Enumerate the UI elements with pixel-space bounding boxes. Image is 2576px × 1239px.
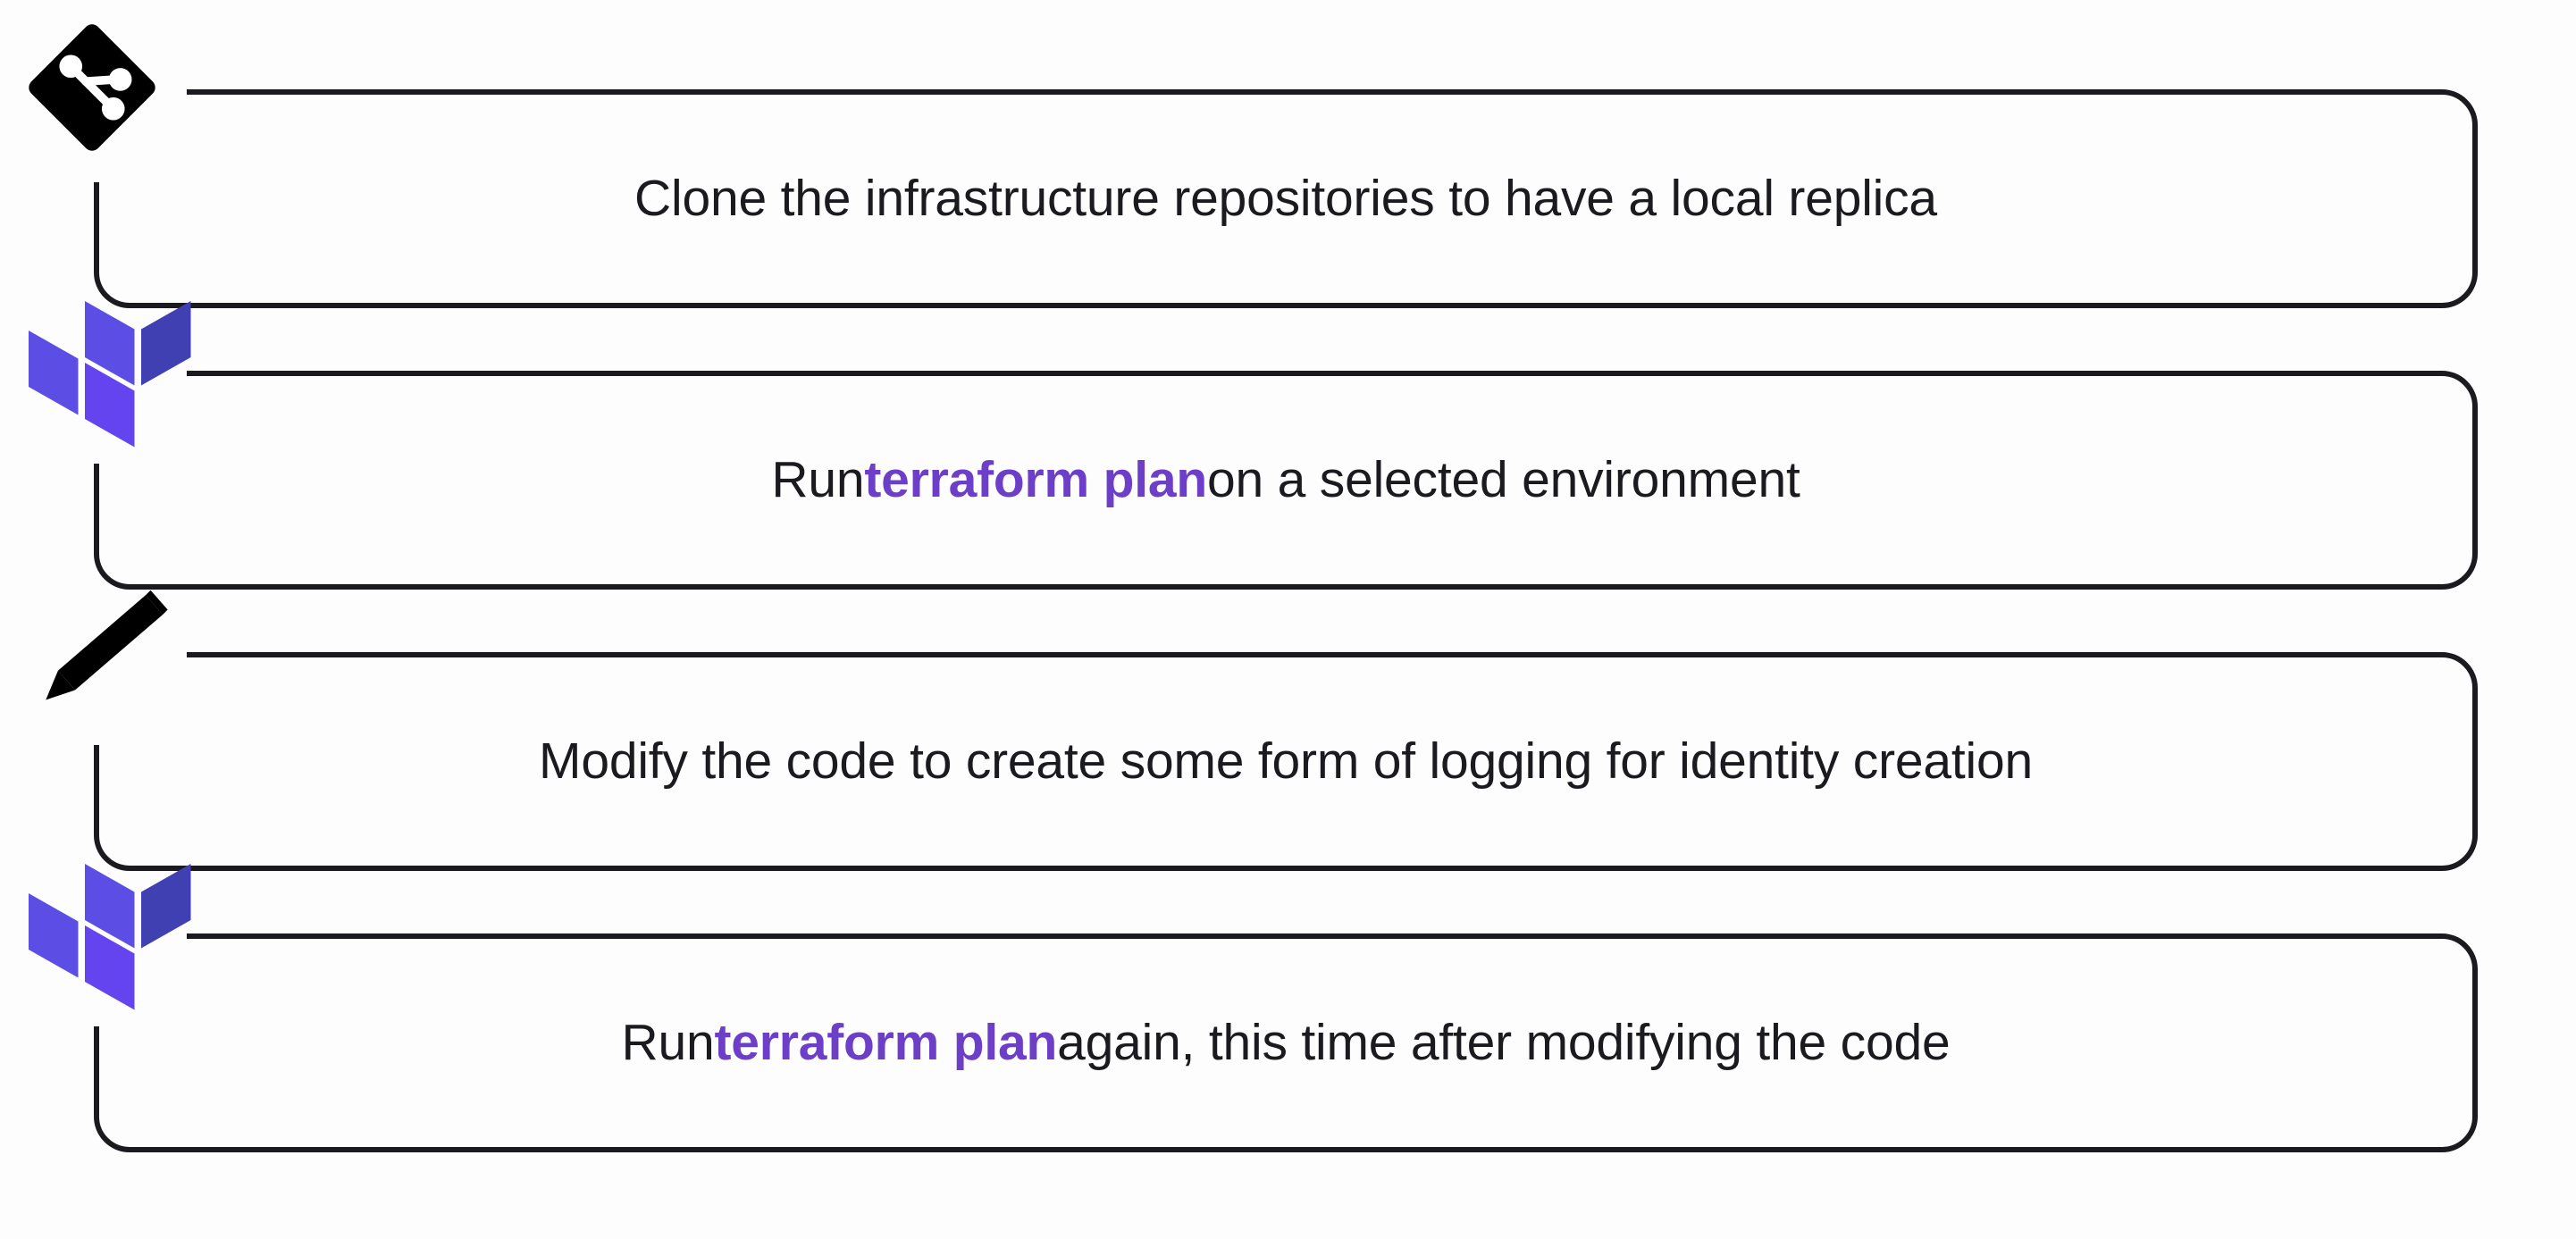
step-code-literal: terraform plan <box>714 1013 1058 1071</box>
step-label: Clone the infrastructure repositories to… <box>94 89 2478 308</box>
step-text-after: on a selected environment <box>1207 450 1800 508</box>
step-card <box>94 652 2478 871</box>
step-label: Run terraform plan on a selected environ… <box>94 371 2478 590</box>
step-text-after: again, this time after modifying the cod… <box>1057 1013 1951 1071</box>
step-text-before: Modify the code to create some form of l… <box>539 732 2033 790</box>
step-label: Modify the code to create some form of l… <box>94 652 2478 871</box>
step-text-before: Run <box>621 1013 715 1071</box>
workflow-step-2[interactable]: Run terraform plan on a selected environ… <box>29 301 2478 590</box>
step-code-literal: terraform plan <box>864 450 1207 508</box>
workflow-step-4[interactable]: Run terraform plan again, this time afte… <box>29 864 2478 1152</box>
step-card <box>94 371 2478 590</box>
step-text-before: Run <box>771 450 865 508</box>
step-card <box>94 89 2478 308</box>
step-label: Run terraform plan again, this time afte… <box>94 933 2478 1152</box>
workflow-step-3[interactable]: Modify the code to create some form of l… <box>46 590 2478 871</box>
step-text-before: Clone the infrastructure repositories to… <box>634 169 1937 227</box>
workflow-step-1[interactable]: Clone the infrastructure repositories to… <box>29 24 2478 308</box>
step-card <box>94 933 2478 1152</box>
